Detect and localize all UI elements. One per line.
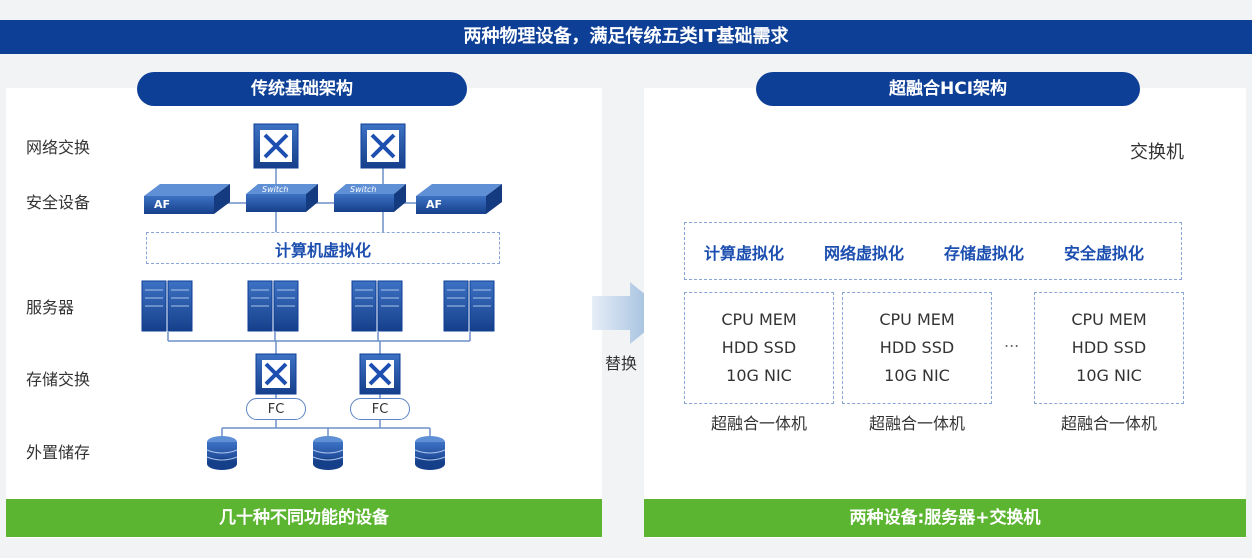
security-virt-label: 安全虚拟化 [1064, 244, 1145, 263]
storage-virt-label: 存储虚拟化 [944, 244, 1025, 263]
row-label-server: 服务器 [26, 298, 75, 317]
fc-label: FC [246, 398, 306, 420]
switch-text: Switch [350, 185, 377, 194]
node-nic: 10G NIC [726, 366, 792, 385]
switch-label: 交换机 [1130, 142, 1184, 163]
switch-text: Switch [262, 185, 289, 194]
hci-node-box [1034, 292, 1184, 404]
af-label: AF [154, 198, 171, 211]
traditional-title: 传统基础架构 [137, 72, 467, 106]
hci-title: 超融合HCI架构 [756, 72, 1140, 106]
node-cpu-mem: CPU MEM [721, 310, 797, 329]
hci-node-label: 超融合一体机 [710, 414, 807, 433]
traditional-architecture-panel [6, 88, 602, 538]
server-rack-icon [247, 280, 299, 332]
hci-node-box [684, 292, 834, 404]
top-banner: 两种物理设备，满足传统五类IT基础需求 [0, 20, 1252, 54]
right-bottom-bar: 两种设备:服务器+交换机 [644, 499, 1246, 537]
virtualization-box [684, 222, 1182, 280]
server-rack-icon [443, 280, 495, 332]
storage-disk-icon [206, 436, 238, 470]
node-cpu-mem: CPU MEM [879, 310, 955, 329]
hci-architecture-panel [644, 88, 1246, 538]
node-cpu-mem: CPU MEM [1071, 310, 1147, 329]
compute-virtualization-label: 计算机虚拟化 [274, 241, 371, 260]
row-label-network: 网络交换 [26, 138, 91, 157]
switch-text: Switch [861, 133, 888, 142]
server-rack-icon [351, 280, 403, 332]
af-firewall-icon [144, 184, 230, 214]
switch-text: Switch [1001, 133, 1028, 142]
fc-label: FC [350, 398, 410, 420]
network-switch-icon [253, 123, 299, 169]
storage-switch-icon [359, 353, 401, 395]
network-switch-icon [360, 123, 406, 169]
network-virt-label: 网络虚拟化 [824, 244, 905, 263]
compute-virtualization-box [146, 232, 500, 264]
node-nic: 10G NIC [884, 366, 950, 385]
replace-label: 替换 [605, 354, 638, 373]
af-label: AF [426, 198, 443, 211]
hci-node-label: 超融合一体机 [1060, 414, 1157, 433]
node-ellipsis: ... [1004, 332, 1020, 351]
node-nic: 10G NIC [1076, 366, 1142, 385]
node-hdd-ssd: HDD SSD [1071, 338, 1147, 357]
row-label-security: 安全设备 [26, 193, 91, 212]
storage-disk-icon [414, 436, 446, 470]
switch-device-icon [334, 184, 406, 212]
storage-switch-icon [255, 353, 297, 395]
storage-disk-icon [312, 436, 344, 470]
server-rack-icon [141, 280, 193, 332]
row-label-storage-switch: 存储交换 [26, 370, 91, 389]
switch-device-icon [246, 184, 318, 212]
hci-node-box [842, 292, 992, 404]
left-bottom-bar: 几十种不同功能的设备 [6, 499, 602, 537]
compute-virt-label: 计算虚拟化 [704, 244, 785, 263]
node-hdd-ssd: HDD SSD [721, 338, 797, 357]
af-firewall-icon [416, 184, 502, 214]
hci-node-label: 超融合一体机 [868, 414, 965, 433]
node-hdd-ssd: HDD SSD [879, 338, 955, 357]
row-label-external-storage: 外置储存 [26, 443, 91, 462]
